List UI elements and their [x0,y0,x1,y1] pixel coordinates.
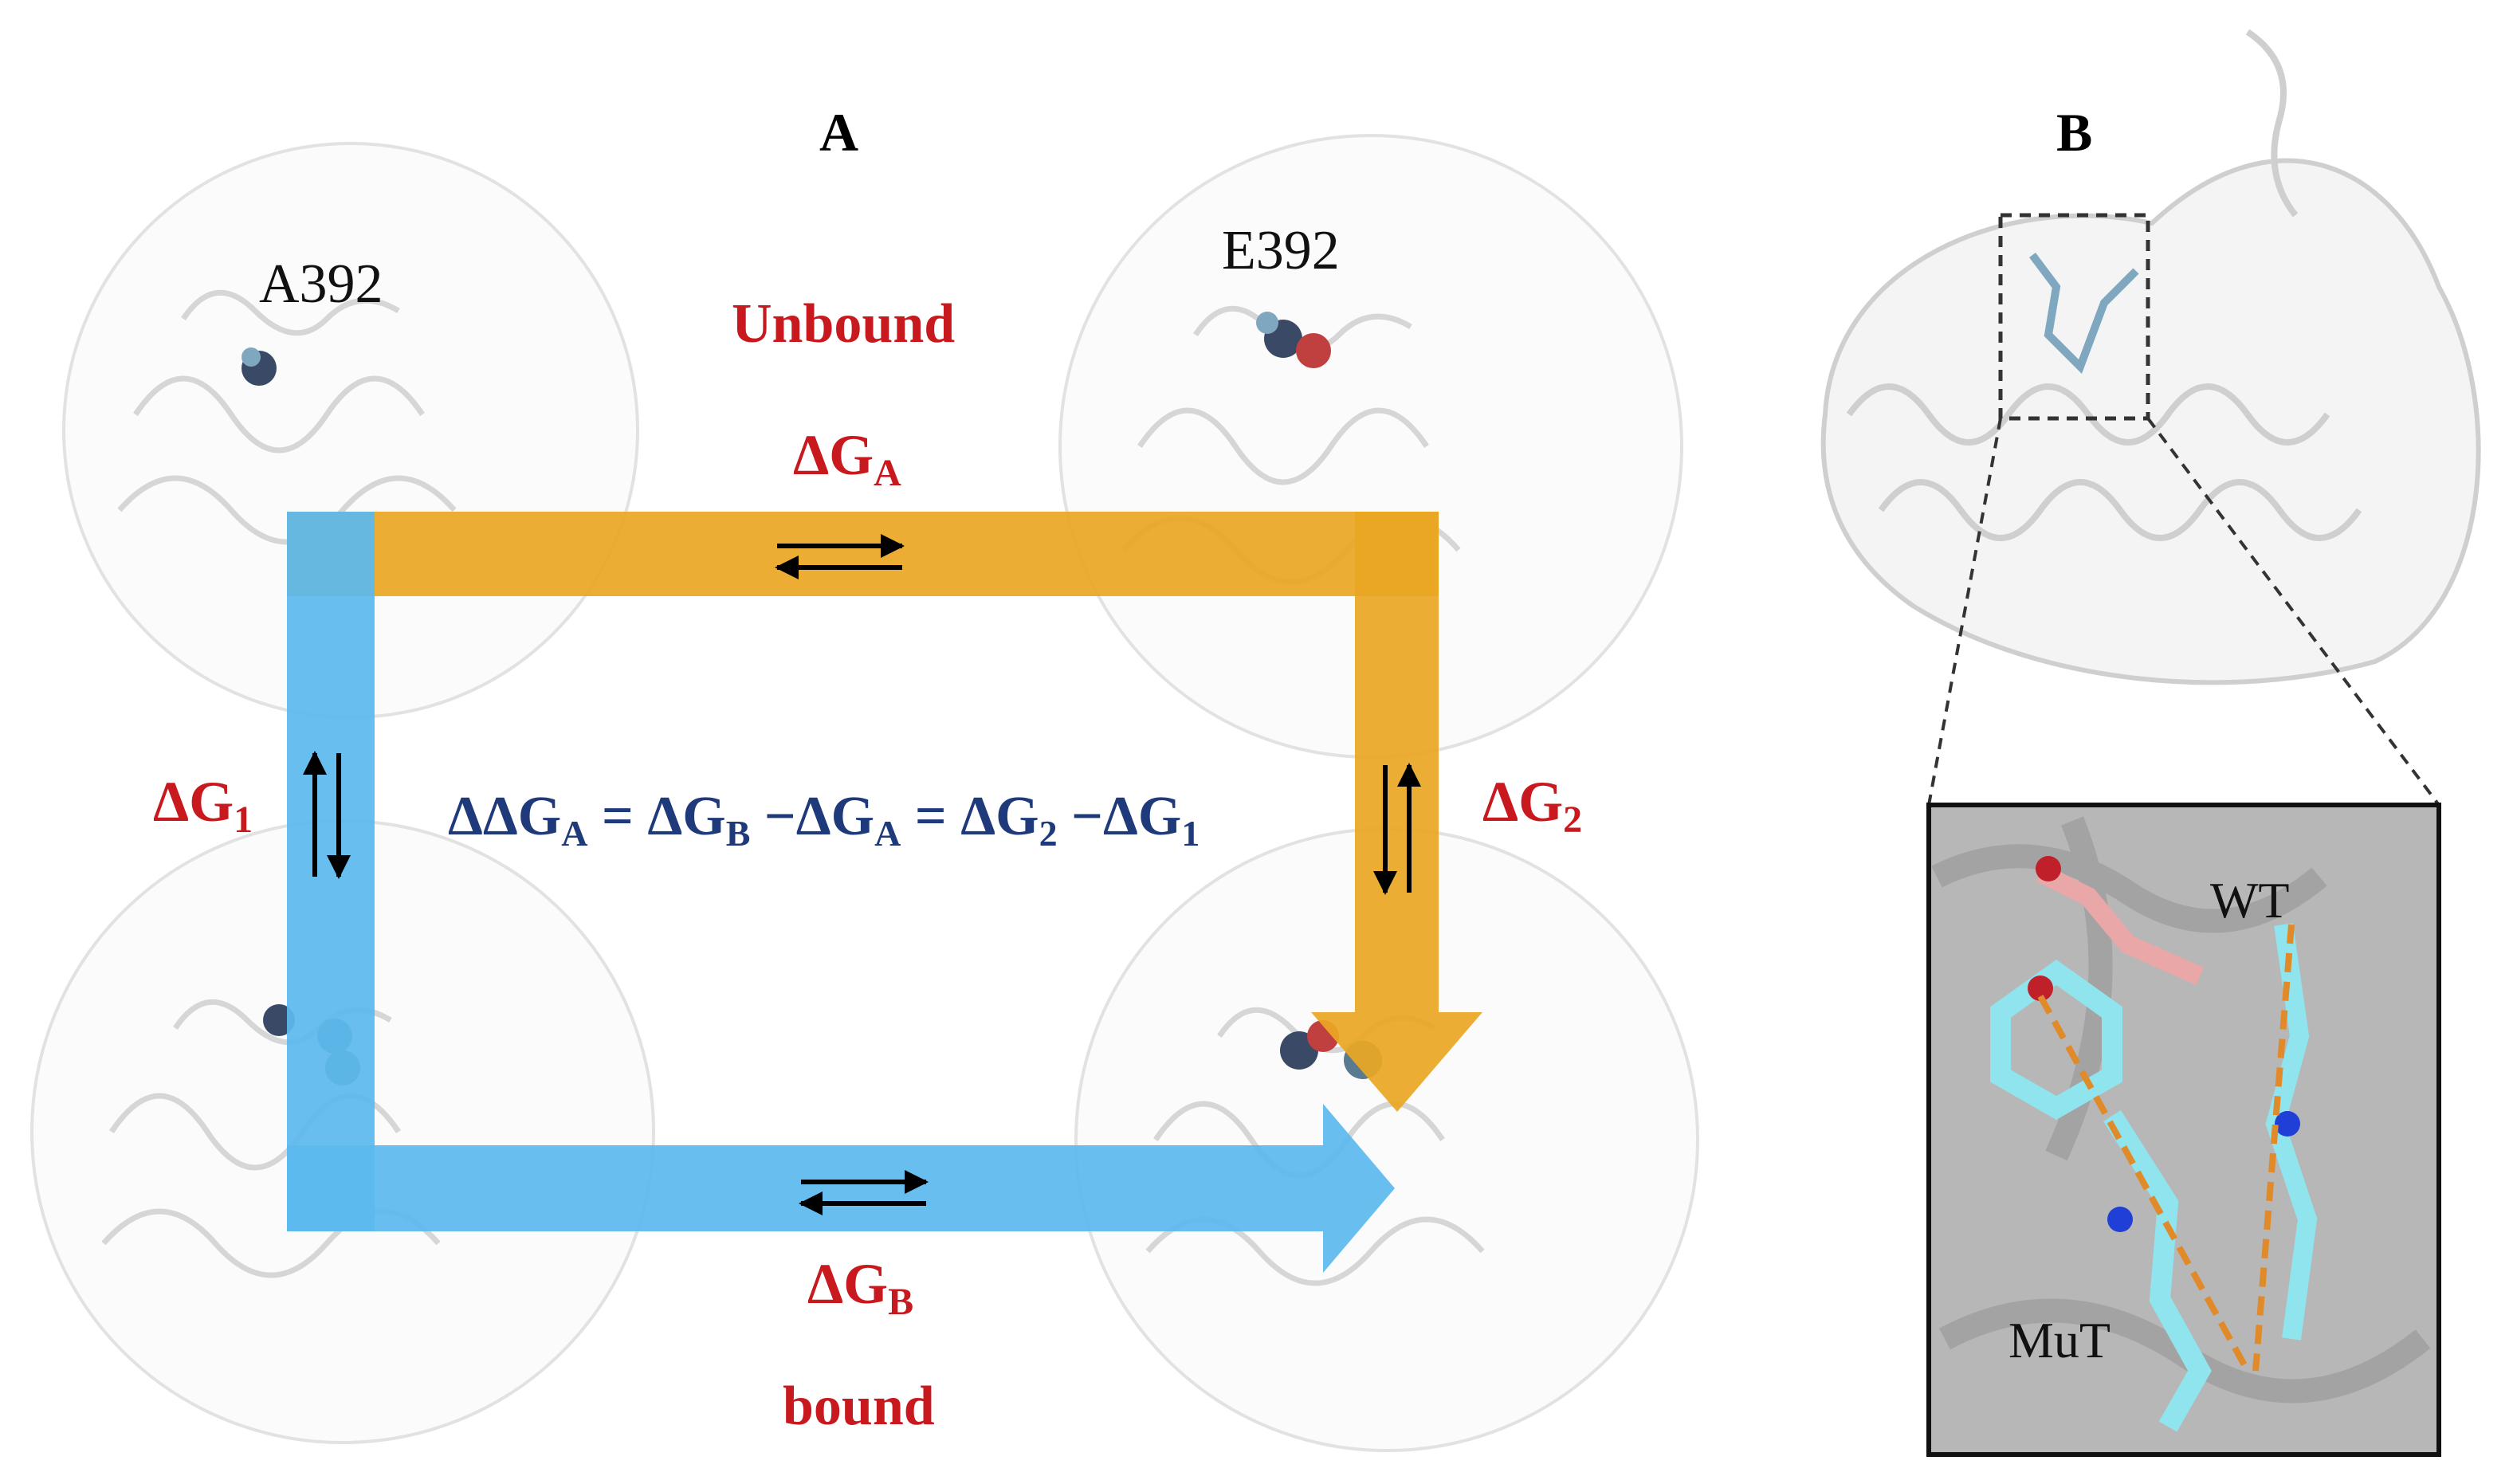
wt-axis-dashed [2252,924,2295,1372]
linker-residue [2036,864,2204,985]
residue-a392-label: A392 [259,253,383,315]
delta-g-2-label: ΔG2 [1482,770,1583,841]
delta-g-1-label: ΔG1 [153,770,253,841]
blue-arrow-bottom [287,1104,1395,1273]
zoom-line-left [1927,418,2002,806]
orange-arrow-right [1311,512,1482,1112]
panel-b-label: B [2056,102,2093,163]
equilibrium-arrow-top [775,534,905,579]
panel-a-label: A [819,102,859,163]
wt-label: WT [2210,872,2290,928]
full-protein-structure [1820,29,2481,685]
ligand-box [1998,213,2150,421]
blue-arrow-left [287,512,375,1231]
mut-ligand [1990,960,2212,1432]
binding-site-inset [1926,803,2441,1457]
equilibrium-arrow-right [1373,763,1421,895]
bound-state-label: bound [783,1376,935,1437]
equilibrium-arrow-left [303,751,351,879]
mut-axis-dashed [2037,995,2251,1372]
unbound-state-label: Unbound [732,293,956,355]
orange-arrow-top [287,512,1439,596]
residue-e392-label: E392 [1222,220,1340,281]
mut-label: MuT [2008,1312,2111,1368]
delta-g-b-label: ΔGB [807,1252,914,1323]
free-energy-equation: ΔΔGA = ΔGB −ΔGA = ΔG2 −ΔG1 [448,786,1200,854]
delta-g-a-label: ΔGA [793,423,901,494]
equilibrium-arrow-bottom [799,1170,929,1215]
zoom-line-right [2146,417,2440,807]
